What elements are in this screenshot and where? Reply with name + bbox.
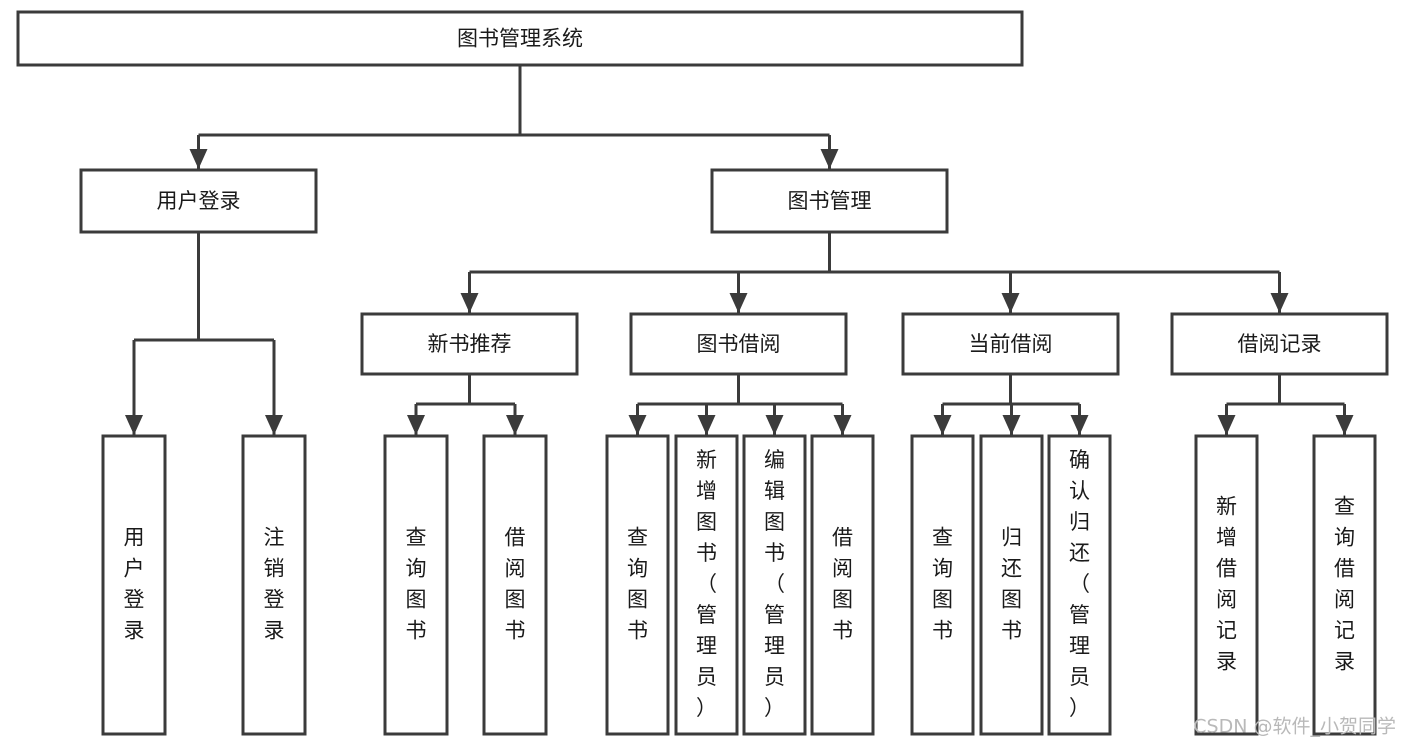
node-box[interactable] — [1047, 434, 1112, 736]
arrow-head-icon — [506, 415, 524, 435]
arrow-head-icon — [833, 415, 852, 435]
node-leaf-8[interactable]: 借阅图书 — [810, 434, 875, 736]
node-box[interactable] — [674, 434, 739, 736]
node-leaf-10[interactable]: 归还图书 — [979, 434, 1044, 736]
node-box[interactable] — [979, 434, 1044, 736]
node-label: 查询图书 — [406, 526, 427, 643]
connectors-layer — [125, 65, 1354, 435]
arrow-head-icon — [1001, 293, 1020, 313]
arrow-head-icon — [460, 293, 479, 313]
node-label: 用户登录 — [157, 189, 241, 213]
node-label: 编辑图书（管理员） — [764, 448, 785, 720]
node-leaf-3[interactable]: 查询图书 — [383, 434, 449, 736]
node-box[interactable] — [742, 434, 807, 736]
node-level2-4[interactable]: 借阅记录 — [1170, 312, 1389, 376]
node-box[interactable] — [79, 168, 318, 234]
node-leaf-1[interactable]: 用户登录 — [101, 434, 167, 736]
node-box[interactable] — [1170, 312, 1389, 376]
node-leaf-4[interactable]: 借阅图书 — [482, 434, 548, 736]
node-leaf-7[interactable]: 编辑图书（管理员） — [742, 434, 807, 736]
node-box[interactable] — [482, 434, 548, 736]
arrow-head-icon — [933, 415, 952, 435]
node-box[interactable] — [605, 434, 670, 736]
arrow-head-icon — [265, 415, 283, 435]
arrow-head-icon — [1217, 415, 1236, 435]
arrow-head-icon — [407, 415, 425, 435]
csdn-watermark: CSDN @软件_小贺同学 — [1193, 716, 1396, 738]
node-box[interactable] — [383, 434, 449, 736]
node-label: 新增借阅记录 — [1216, 495, 1237, 674]
node-label: 查询借阅记录 — [1334, 495, 1355, 674]
node-box[interactable] — [1312, 434, 1377, 736]
node-box[interactable] — [629, 312, 848, 376]
node-label: 查询图书 — [932, 526, 953, 643]
node-box[interactable] — [901, 312, 1120, 376]
node-leaf-9[interactable]: 查询图书 — [910, 434, 975, 736]
node-box[interactable] — [241, 434, 307, 736]
arrow-head-icon — [1270, 293, 1289, 313]
node-label: 借阅图书 — [832, 526, 853, 643]
node-box[interactable] — [101, 434, 167, 736]
node-level1-2[interactable]: 图书管理 — [710, 168, 949, 234]
node-level2-2[interactable]: 图书借阅 — [629, 312, 848, 376]
arrow-head-icon — [1002, 415, 1021, 435]
node-leaf-6[interactable]: 新增图书（管理员） — [674, 434, 739, 736]
node-label: 新增图书（管理员） — [696, 448, 717, 720]
node-box[interactable] — [16, 10, 1024, 67]
node-box[interactable] — [360, 312, 579, 376]
arrow-head-icon — [628, 415, 647, 435]
node-label: 注销登录 — [264, 526, 285, 643]
node-box[interactable] — [710, 168, 949, 234]
watermark-layer: CSDN @软件_小贺同学 — [1193, 716, 1396, 738]
arrow-head-icon — [765, 415, 784, 435]
arrow-head-icon — [1335, 415, 1354, 435]
node-label: 借阅记录 — [1238, 332, 1322, 356]
arrow-head-icon — [697, 415, 716, 435]
node-leaf-13[interactable]: 查询借阅记录 — [1312, 434, 1377, 736]
arrow-head-icon — [820, 149, 839, 169]
arrow-head-icon — [729, 293, 748, 313]
arrow-head-icon — [189, 149, 208, 169]
node-label: 用户登录 — [124, 526, 145, 643]
node-level1-1[interactable]: 用户登录 — [79, 168, 318, 234]
node-leaf-12[interactable]: 新增借阅记录 — [1194, 434, 1259, 736]
node-label: 归还图书 — [1001, 526, 1022, 643]
node-leaf-2[interactable]: 注销登录 — [241, 434, 307, 736]
node-leaf-11[interactable]: 确认归还（管理员） — [1047, 434, 1112, 736]
nodes-layer: 图书管理系统用户登录图书管理新书推荐图书借阅当前借阅借阅记录用户登录注销登录查询… — [16, 10, 1389, 736]
arrow-head-icon — [1070, 415, 1089, 435]
node-label: 图书管理 — [788, 189, 872, 213]
arrow-head-icon — [125, 415, 143, 435]
node-leaf-5[interactable]: 查询图书 — [605, 434, 670, 736]
node-label: 确认归还（管理员） — [1069, 448, 1090, 720]
node-box[interactable] — [1194, 434, 1259, 736]
node-label: 图书借阅 — [697, 332, 781, 356]
node-level2-3[interactable]: 当前借阅 — [901, 312, 1120, 376]
node-box[interactable] — [810, 434, 875, 736]
node-box[interactable] — [910, 434, 975, 736]
node-label: 借阅图书 — [505, 526, 526, 643]
node-label: 图书管理系统 — [457, 27, 583, 51]
node-root-1[interactable]: 图书管理系统 — [16, 10, 1024, 67]
node-label: 当前借阅 — [969, 332, 1053, 356]
node-label: 新书推荐 — [428, 332, 512, 356]
node-level2-1[interactable]: 新书推荐 — [360, 312, 579, 376]
node-label: 查询图书 — [627, 526, 648, 643]
